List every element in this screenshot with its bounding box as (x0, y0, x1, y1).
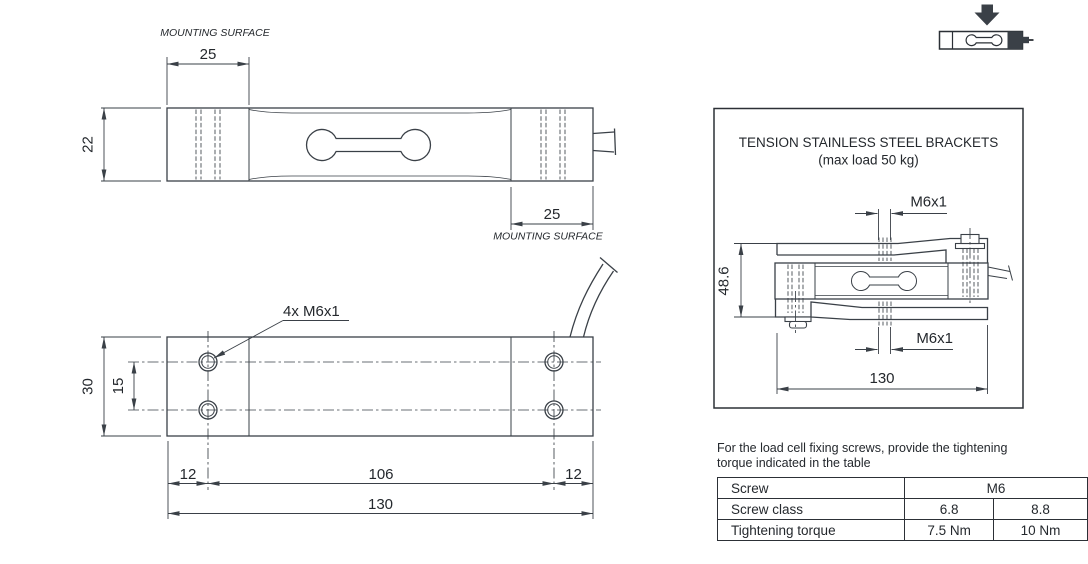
mounting-surface-label-top: MOUNTING SURFACE (160, 27, 270, 39)
load-cell-top-outline (166, 336, 594, 437)
dim-length: 130 (368, 496, 393, 513)
mini-cable-stub (1022, 36, 1029, 44)
dim-bracket-length: 130 (869, 370, 894, 387)
table-cell-screw-value: M6 (904, 477, 1088, 499)
torque-note-line1: For the load cell fixing screws, provide… (717, 441, 1008, 455)
dim-width: 30 (80, 378, 97, 395)
load-direction-icon (938, 4, 1034, 50)
table-row: Tightening torque 7.5 Nm 10 Nm (716, 519, 1088, 541)
table-cell-class-v2: 8.8 (993, 498, 1088, 520)
bracket-panel: TENSION STAINLESS STEEL BRACKETS (max lo… (713, 107, 1024, 409)
mini-dumbbell-cutout (965, 34, 1003, 47)
cable-top (569, 257, 618, 338)
panel-subtitle: (max load 50 kg) (818, 153, 919, 168)
bracket-cable (987, 265, 1013, 281)
table-cell-torque-label: Tightening torque (716, 519, 906, 541)
bottom-bracket (774, 291, 989, 333)
bracket-thread-holes (878, 237, 892, 326)
thread-callout: 4x M6x1 (283, 303, 340, 320)
dumbbell-cutout (305, 128, 432, 162)
load-cell-side-outline (166, 107, 594, 182)
table-cell-class-v1: 6.8 (904, 498, 995, 520)
table-cell-torque-v2: 10 Nm (993, 519, 1088, 541)
bracket-dumbbell-cutout (851, 271, 917, 291)
dim-hole-distance: 106 (368, 466, 393, 483)
dim-mount-top: 25 (200, 46, 217, 63)
cable-side (592, 128, 617, 156)
side-view: 25 MOUNTING SURFACE 25 MOUNTING SURFACE … (80, 27, 617, 243)
table-cell-torque-v1: 7.5 Nm (904, 519, 995, 541)
mounting-holes (198, 352, 564, 420)
down-arrow-icon (974, 4, 1000, 26)
table-row: Screw class 6.8 8.8 (716, 498, 1088, 520)
table-row: Screw M6 (716, 477, 1088, 499)
hidden-thread-lines-left (195, 109, 221, 180)
dim-bracket-height: 48.6 (716, 266, 733, 295)
torque-note: For the load cell fixing screws, provide… (717, 441, 1007, 470)
bottom-bolt-washer (784, 316, 812, 323)
torque-table: Screw M6 Screw class 6.8 8.8 Tightening … (716, 477, 1088, 541)
bracket-load-cell-outline (774, 262, 989, 300)
hidden-thread-lines-right (540, 109, 566, 180)
dim-thread-top: M6x1 (910, 194, 947, 211)
panel-border (713, 107, 1024, 409)
panel-title: TENSION STAINLESS STEEL BRACKETS (739, 135, 999, 150)
table-cell-screw-label: Screw (716, 477, 906, 499)
dim-end-left: 12 (180, 466, 197, 483)
top-view: 4x M6x1 30 15 12 106 12 130 (80, 257, 618, 519)
top-bracket (776, 228, 989, 303)
dim-thread-bottom: M6x1 (916, 330, 953, 347)
dim-hole-spacing: 15 (110, 378, 127, 395)
table-cell-class-label: Screw class (716, 498, 906, 520)
bottom-bolt-head (788, 320, 808, 329)
torque-note-line2: torque indicated in the table (717, 455, 871, 470)
mounting-surface-label-bottom: MOUNTING SURFACE (493, 231, 603, 243)
dim-end-right: 12 (565, 466, 582, 483)
dim-mount-bottom: 25 (544, 206, 561, 223)
dim-height: 22 (80, 136, 97, 153)
